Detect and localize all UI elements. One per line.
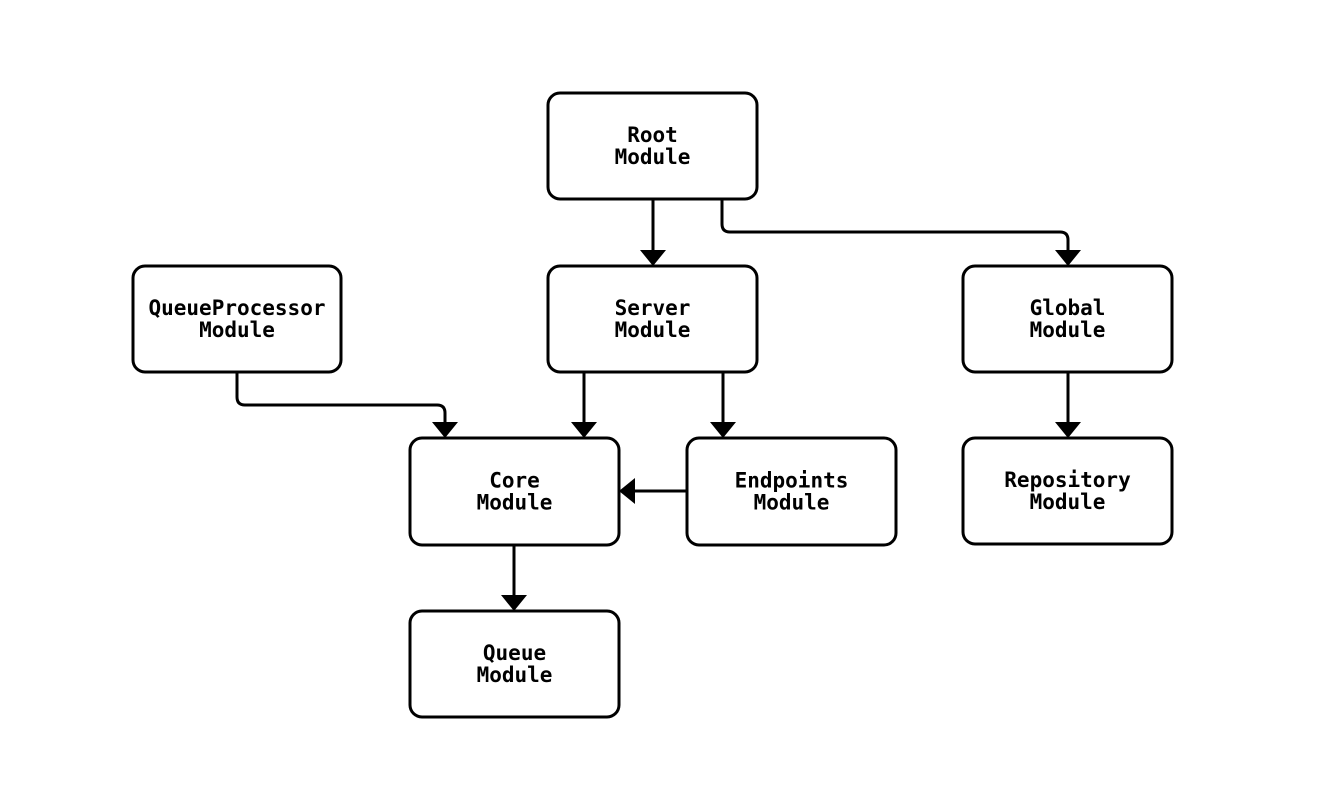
edge-server-endpoints <box>710 372 736 438</box>
arrowhead-icon <box>640 250 666 266</box>
arrowhead-icon <box>571 422 597 438</box>
node-label-line: Module <box>615 145 691 169</box>
edge-core-queue <box>501 545 527 611</box>
edge-root-server <box>640 199 666 266</box>
edge-server-core <box>571 372 597 438</box>
node-label-line: Module <box>1030 490 1106 514</box>
arrowhead-icon <box>501 595 527 611</box>
node-label-line: Module <box>477 663 553 687</box>
node-core-box <box>408 436 621 547</box>
arrowhead-icon <box>619 478 635 504</box>
node-label-line: Module <box>1030 318 1106 342</box>
node-queue-box <box>408 609 621 719</box>
node-label-line: Module <box>477 491 553 515</box>
node-label-line: Core <box>489 469 540 493</box>
node-label-line: QueueProcessor <box>148 296 325 320</box>
node-label-line: Queue <box>483 641 546 665</box>
node-label-line: Module <box>754 491 830 515</box>
node-endpoints-box <box>685 436 898 547</box>
node-label-line: Global <box>1030 296 1106 320</box>
node-repository-box <box>961 436 1174 546</box>
node-queueprocessor-box <box>131 264 343 374</box>
node-label-line: Module <box>615 318 691 342</box>
arrowhead-icon <box>1055 250 1081 266</box>
node-label-line: Root <box>627 123 678 147</box>
edge-endpoints-core <box>619 478 687 504</box>
node-label-line: Module <box>199 318 275 342</box>
node-label-line: Endpoints <box>735 469 849 493</box>
node-label-line: Server <box>615 296 691 320</box>
node-global-box <box>961 264 1174 374</box>
edge-queueprocessor-core <box>235 372 458 438</box>
arrowhead-icon <box>710 422 736 438</box>
node-label-line: Repository <box>1004 468 1131 492</box>
node-server-box <box>546 264 759 374</box>
edge-line <box>235 372 447 424</box>
arrowhead-icon <box>432 422 458 438</box>
edge-global-repository <box>1055 372 1081 438</box>
edge-line <box>720 199 1070 252</box>
edge-root-global <box>720 199 1081 266</box>
arrowhead-icon <box>1055 422 1081 438</box>
node-root-box <box>546 91 759 201</box>
